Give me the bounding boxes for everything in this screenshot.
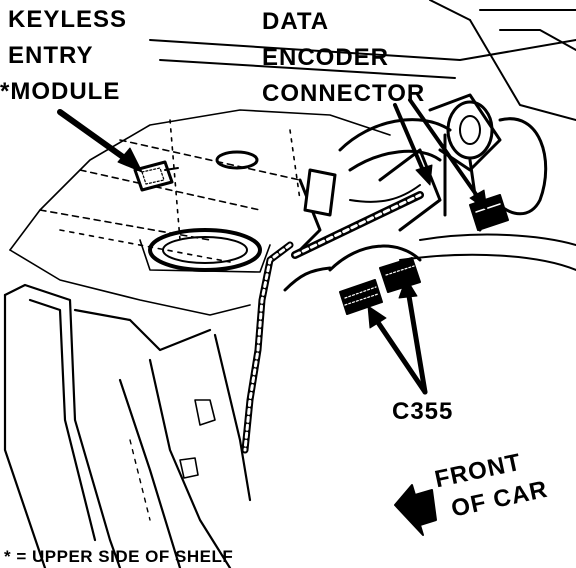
keyless-entry-module-part xyxy=(133,160,179,192)
data-encoder-connector-label: DATA ENCODER CONNECTOR xyxy=(262,8,426,107)
body-contour xyxy=(399,233,576,271)
c355-label: C355 xyxy=(392,398,454,425)
front-direction-arrow xyxy=(394,484,437,536)
rear-window-frame xyxy=(149,0,576,121)
package-shelf xyxy=(9,109,391,316)
shelf-bracket xyxy=(338,93,548,232)
leader-arrows xyxy=(57,98,488,395)
shelf-grommet xyxy=(215,150,259,170)
wiring-harness xyxy=(241,168,424,454)
quarter-panel xyxy=(3,283,252,568)
footnote: * = UPPER SIDE OF SHELF xyxy=(4,547,234,566)
keyless-entry-module-label: KEYLESS ENTRY *MODULE xyxy=(0,6,128,105)
speaker-opening xyxy=(139,228,271,273)
c355-connector-part xyxy=(339,257,421,315)
